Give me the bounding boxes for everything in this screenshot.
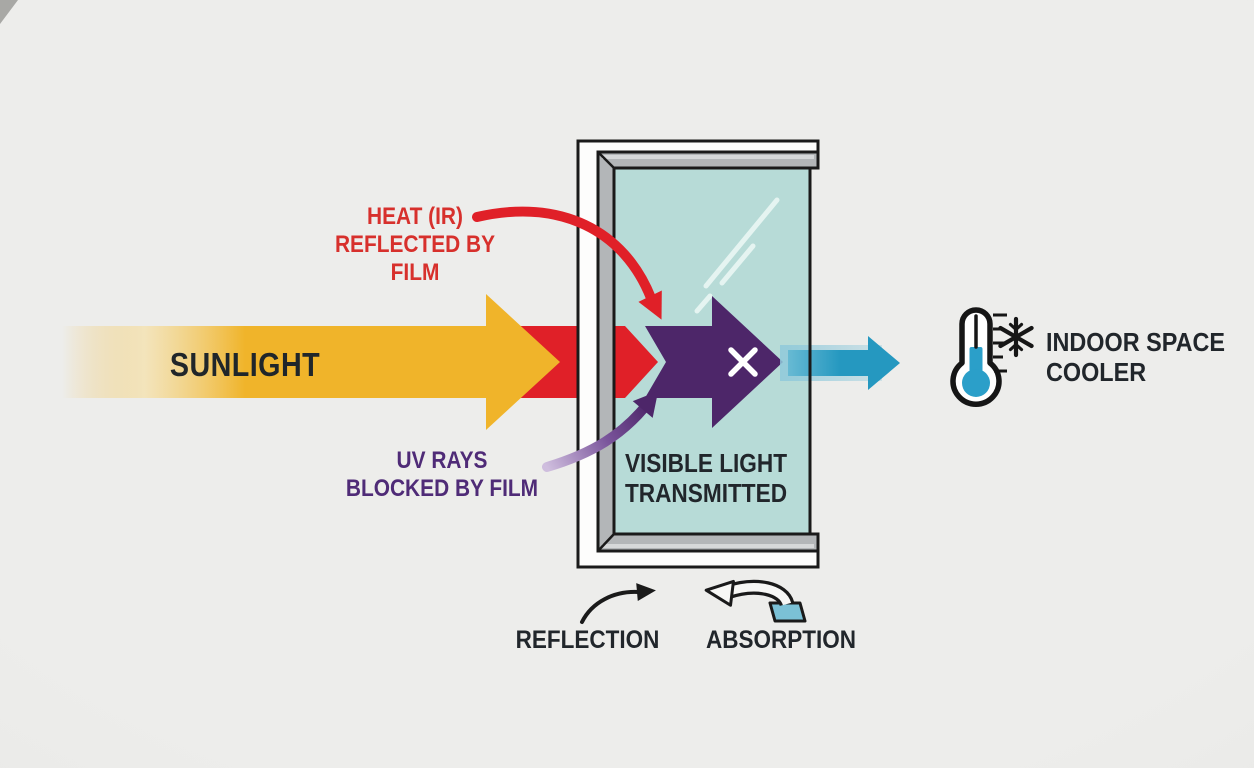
indoor-space-label: INDOOR SPACE COOLER [1046, 327, 1225, 388]
absorption-arrowhead [704, 579, 735, 607]
frame-bevel-corners [597, 151, 615, 552]
transmitted-arrow-body [788, 350, 868, 376]
sunlight-label: SUNLIGHT [169, 346, 321, 383]
reflection-curve [580, 589, 640, 624]
heat-reflected-arrowhead [638, 290, 662, 320]
reflection-arrowhead [636, 583, 656, 602]
absorption-heat-segment [768, 601, 807, 623]
heat-reflected-label: HEAT (IR) REFLECTED BY FILM [334, 203, 496, 286]
absorption-ribbon-fill [725, 583, 792, 606]
frame-bevel-highlights [602, 155, 814, 548]
corner-smudge [0, 0, 18, 24]
heat-reflected-curve [472, 206, 656, 303]
thermometer-icon [950, 307, 1007, 407]
blocked-x-icon [728, 347, 758, 377]
glass-shine-lines [694, 197, 780, 314]
uv-blocked-arrowhead [632, 391, 659, 418]
uv-blocked-label: UV RAYS BLOCKED BY FILM [345, 447, 539, 502]
snowflake-icon [998, 316, 1034, 358]
sunlight-arrow-head [486, 294, 560, 430]
visible-light-arrow [645, 296, 783, 428]
absorption-arrow [704, 579, 807, 623]
transmitted-arrow-head [868, 336, 900, 390]
absorption-label: ABSORPTION [705, 626, 857, 654]
uv-blocked-curve [542, 403, 649, 472]
visible-light-label: VISIBLE LIGHT TRANSMITTED [624, 448, 788, 509]
reflection-label: REFLECTION [515, 626, 660, 654]
sunlight-arrow-body [62, 326, 486, 398]
